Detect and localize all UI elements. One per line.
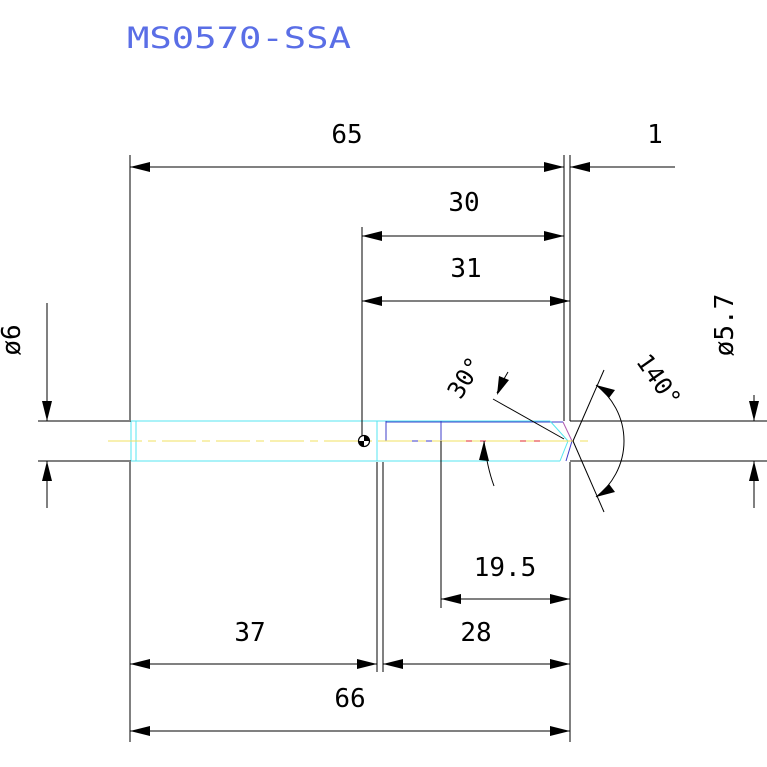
drawing-title: MS0570-SSA: [127, 21, 351, 55]
dim-label-65: 65: [331, 120, 362, 150]
gauge-point-marker: [357, 434, 371, 448]
dim-label-37: 37: [234, 618, 265, 648]
dimension-1: 1: [570, 120, 675, 172]
dim-label-1: 1: [647, 120, 663, 150]
dimension-30: 30: [362, 188, 564, 241]
tip-edge-lower: [565, 440, 573, 462]
dim-label-dia-5-7: ø5.7: [710, 294, 740, 357]
dim-label-31: 31: [450, 254, 481, 284]
dim-label-dia-6: ø6: [0, 324, 27, 355]
dimension-28: 28: [383, 618, 570, 669]
dimension-31: 31: [362, 254, 570, 306]
dimension-66: 66: [130, 684, 570, 736]
dim-label-19-5: 19.5: [474, 553, 537, 583]
dim-label-30: 30: [448, 188, 479, 218]
angle-140: 140°: [572, 349, 687, 513]
dimension-19-5: 19.5: [441, 553, 570, 604]
part-geometry: [108, 420, 592, 462]
tip-edge-upper: [562, 421, 573, 442]
dimension-dia-6: ø6: [0, 303, 52, 508]
angle-label-140: 140°: [631, 349, 687, 412]
dimension-dia-5-7: ø5.7: [710, 294, 759, 508]
dimension-37: 37: [130, 618, 377, 669]
dim-label-28: 28: [460, 618, 491, 648]
dimension-65: 65: [130, 120, 564, 172]
extension-lines: [38, 155, 767, 742]
drill-body-outline: [385, 421, 560, 442]
angle-label-30: 30°: [442, 352, 489, 404]
dim-label-66: 66: [334, 684, 365, 714]
angle-30: 30°: [442, 352, 565, 487]
